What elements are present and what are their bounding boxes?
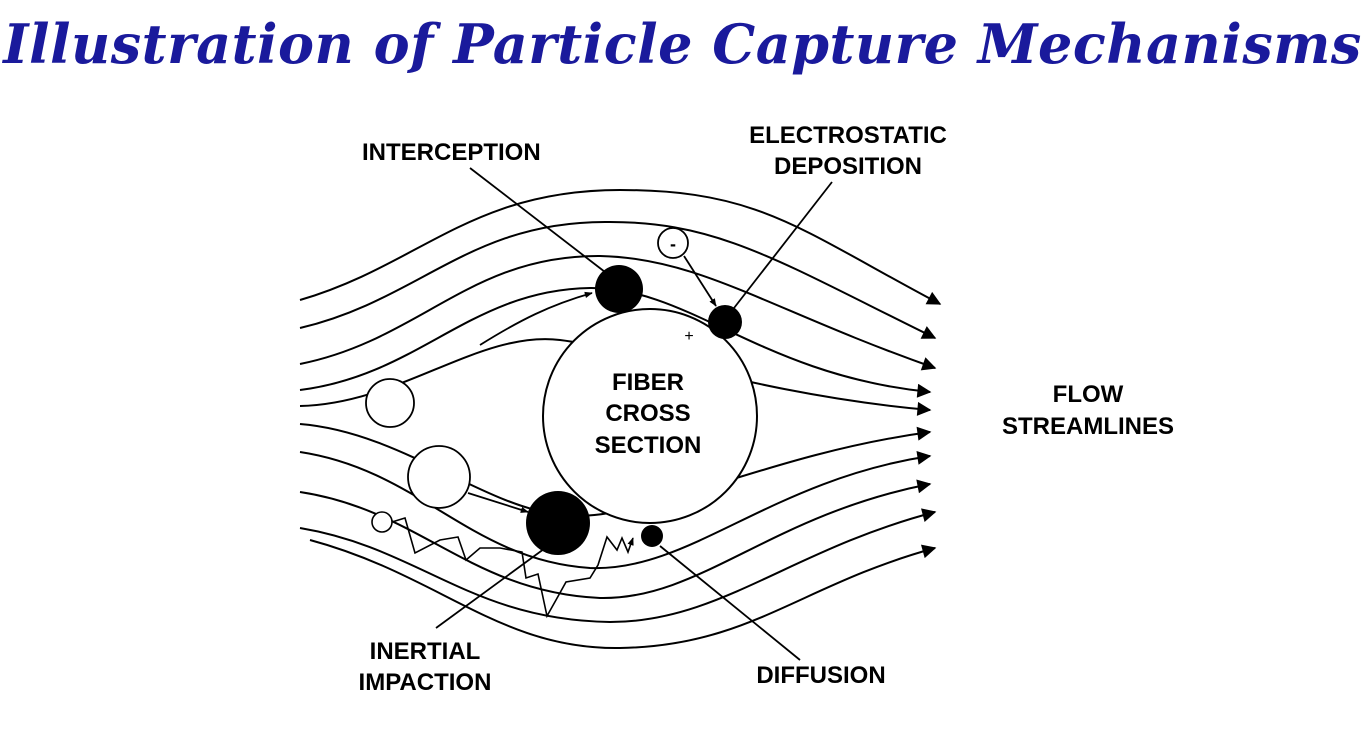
diffusing-particle bbox=[371, 511, 393, 533]
charged-particle-negative bbox=[657, 227, 689, 259]
slide-title: Illustration of Particle Capture Mechani… bbox=[3, 12, 1362, 76]
inertial-impaction-particle bbox=[526, 491, 590, 555]
electrostatic-particle bbox=[708, 305, 742, 339]
diffusion-captured-particle bbox=[641, 525, 663, 547]
approaching-particle-lower bbox=[407, 445, 471, 509]
streamline-2 bbox=[299, 220, 937, 339]
interception-leader bbox=[469, 167, 606, 273]
diffusion-leader bbox=[659, 545, 801, 661]
electrostatic-label-line1: ELECTROSTATIC bbox=[749, 122, 947, 149]
electrostatic-leader bbox=[733, 181, 833, 309]
interception-particle bbox=[595, 265, 643, 313]
fiber-label-line3: SECTION bbox=[595, 432, 702, 459]
negative-charge-sign: - bbox=[670, 234, 676, 254]
fiber-label-line1: FIBER bbox=[612, 369, 684, 396]
brownian-motion-path bbox=[391, 516, 634, 619]
streamline-4 bbox=[299, 286, 932, 398]
streamline-3 bbox=[299, 254, 937, 371]
interception-label: INTERCEPTION bbox=[362, 139, 541, 166]
diffusion-label: DIFFUSION bbox=[756, 662, 885, 689]
inertial-leader bbox=[435, 545, 549, 629]
interception-path-arrow bbox=[479, 291, 593, 346]
flow-label-line1: FLOW bbox=[1053, 381, 1124, 408]
electrostatic-attraction-arrow bbox=[683, 255, 717, 307]
inertial-path-arrow bbox=[467, 492, 529, 513]
inertial-label-line1: INERTIAL bbox=[370, 638, 481, 665]
positive-charge-sign: + bbox=[684, 328, 693, 345]
fiber-cross-section bbox=[542, 308, 758, 524]
approaching-particle-upper bbox=[365, 378, 415, 428]
streamline-9 bbox=[299, 508, 937, 624]
streamline-10 bbox=[309, 539, 937, 650]
streamline-8 bbox=[299, 479, 932, 600]
streamline-1 bbox=[299, 188, 942, 305]
electrostatic-label-line2: DEPOSITION bbox=[774, 153, 922, 180]
fiber-label-line2: CROSS bbox=[605, 400, 690, 427]
inertial-label-line2: IMPACTION bbox=[359, 669, 492, 696]
streamline-7 bbox=[299, 450, 932, 570]
flow-label-line2: STREAMLINES bbox=[1002, 413, 1174, 440]
